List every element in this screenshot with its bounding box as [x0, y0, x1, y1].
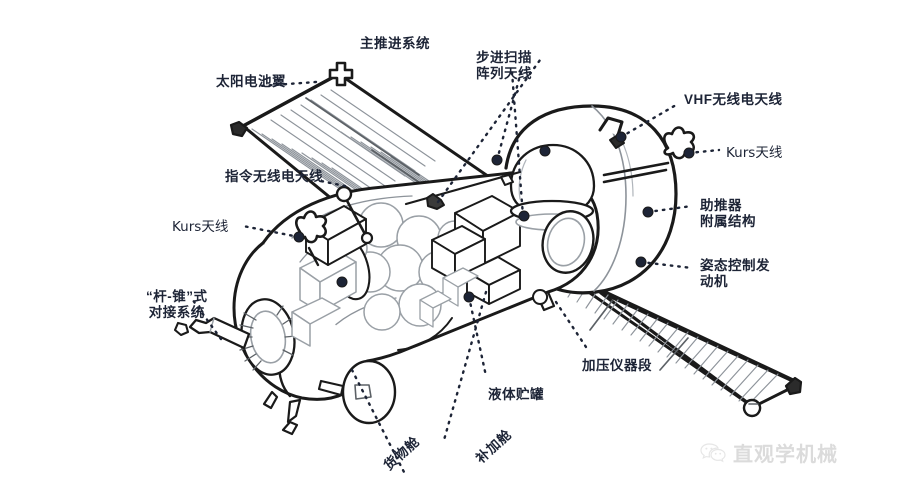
label-command-radio-antenna: 指令无线电天线: [225, 169, 323, 184]
label-kurs-antenna-left: Kurs天线: [172, 219, 229, 235]
watermark: 直观学机械: [700, 438, 838, 467]
spacecraft-main-body: [258, 143, 600, 365]
label-attitude-control-engine: 姿态控制发 动机: [700, 258, 770, 289]
antennas: [295, 116, 696, 267]
cargo-module-and-docking: [173, 205, 397, 436]
label-solar-array-wing: 太阳电池翼: [216, 74, 286, 89]
leader-dots: [293, 131, 695, 303]
leader-lines: [190, 58, 721, 478]
label-pressurized-instrument-section: 加压仪器段: [582, 358, 652, 373]
watermark-text: 直观学机械: [733, 444, 838, 466]
label-vhf-radio-antenna: VHF无线电天线: [684, 92, 783, 107]
wechat-icon: [700, 442, 726, 462]
label-liquid-storage-tank: 液体贮罐: [488, 387, 544, 402]
label-kurs-antenna-right: Kurs天线: [726, 145, 783, 161]
label-booster-attachment-structure: 助推器 附属结构: [700, 198, 756, 229]
label-stepped-scan-array-antenna: 步进扫描 阵列天线: [476, 50, 532, 81]
label-probe-drogue-docking-system: “杆-锥”式 对接系统: [146, 289, 208, 320]
label-main-propulsion-system: 主推进系统: [360, 36, 430, 51]
